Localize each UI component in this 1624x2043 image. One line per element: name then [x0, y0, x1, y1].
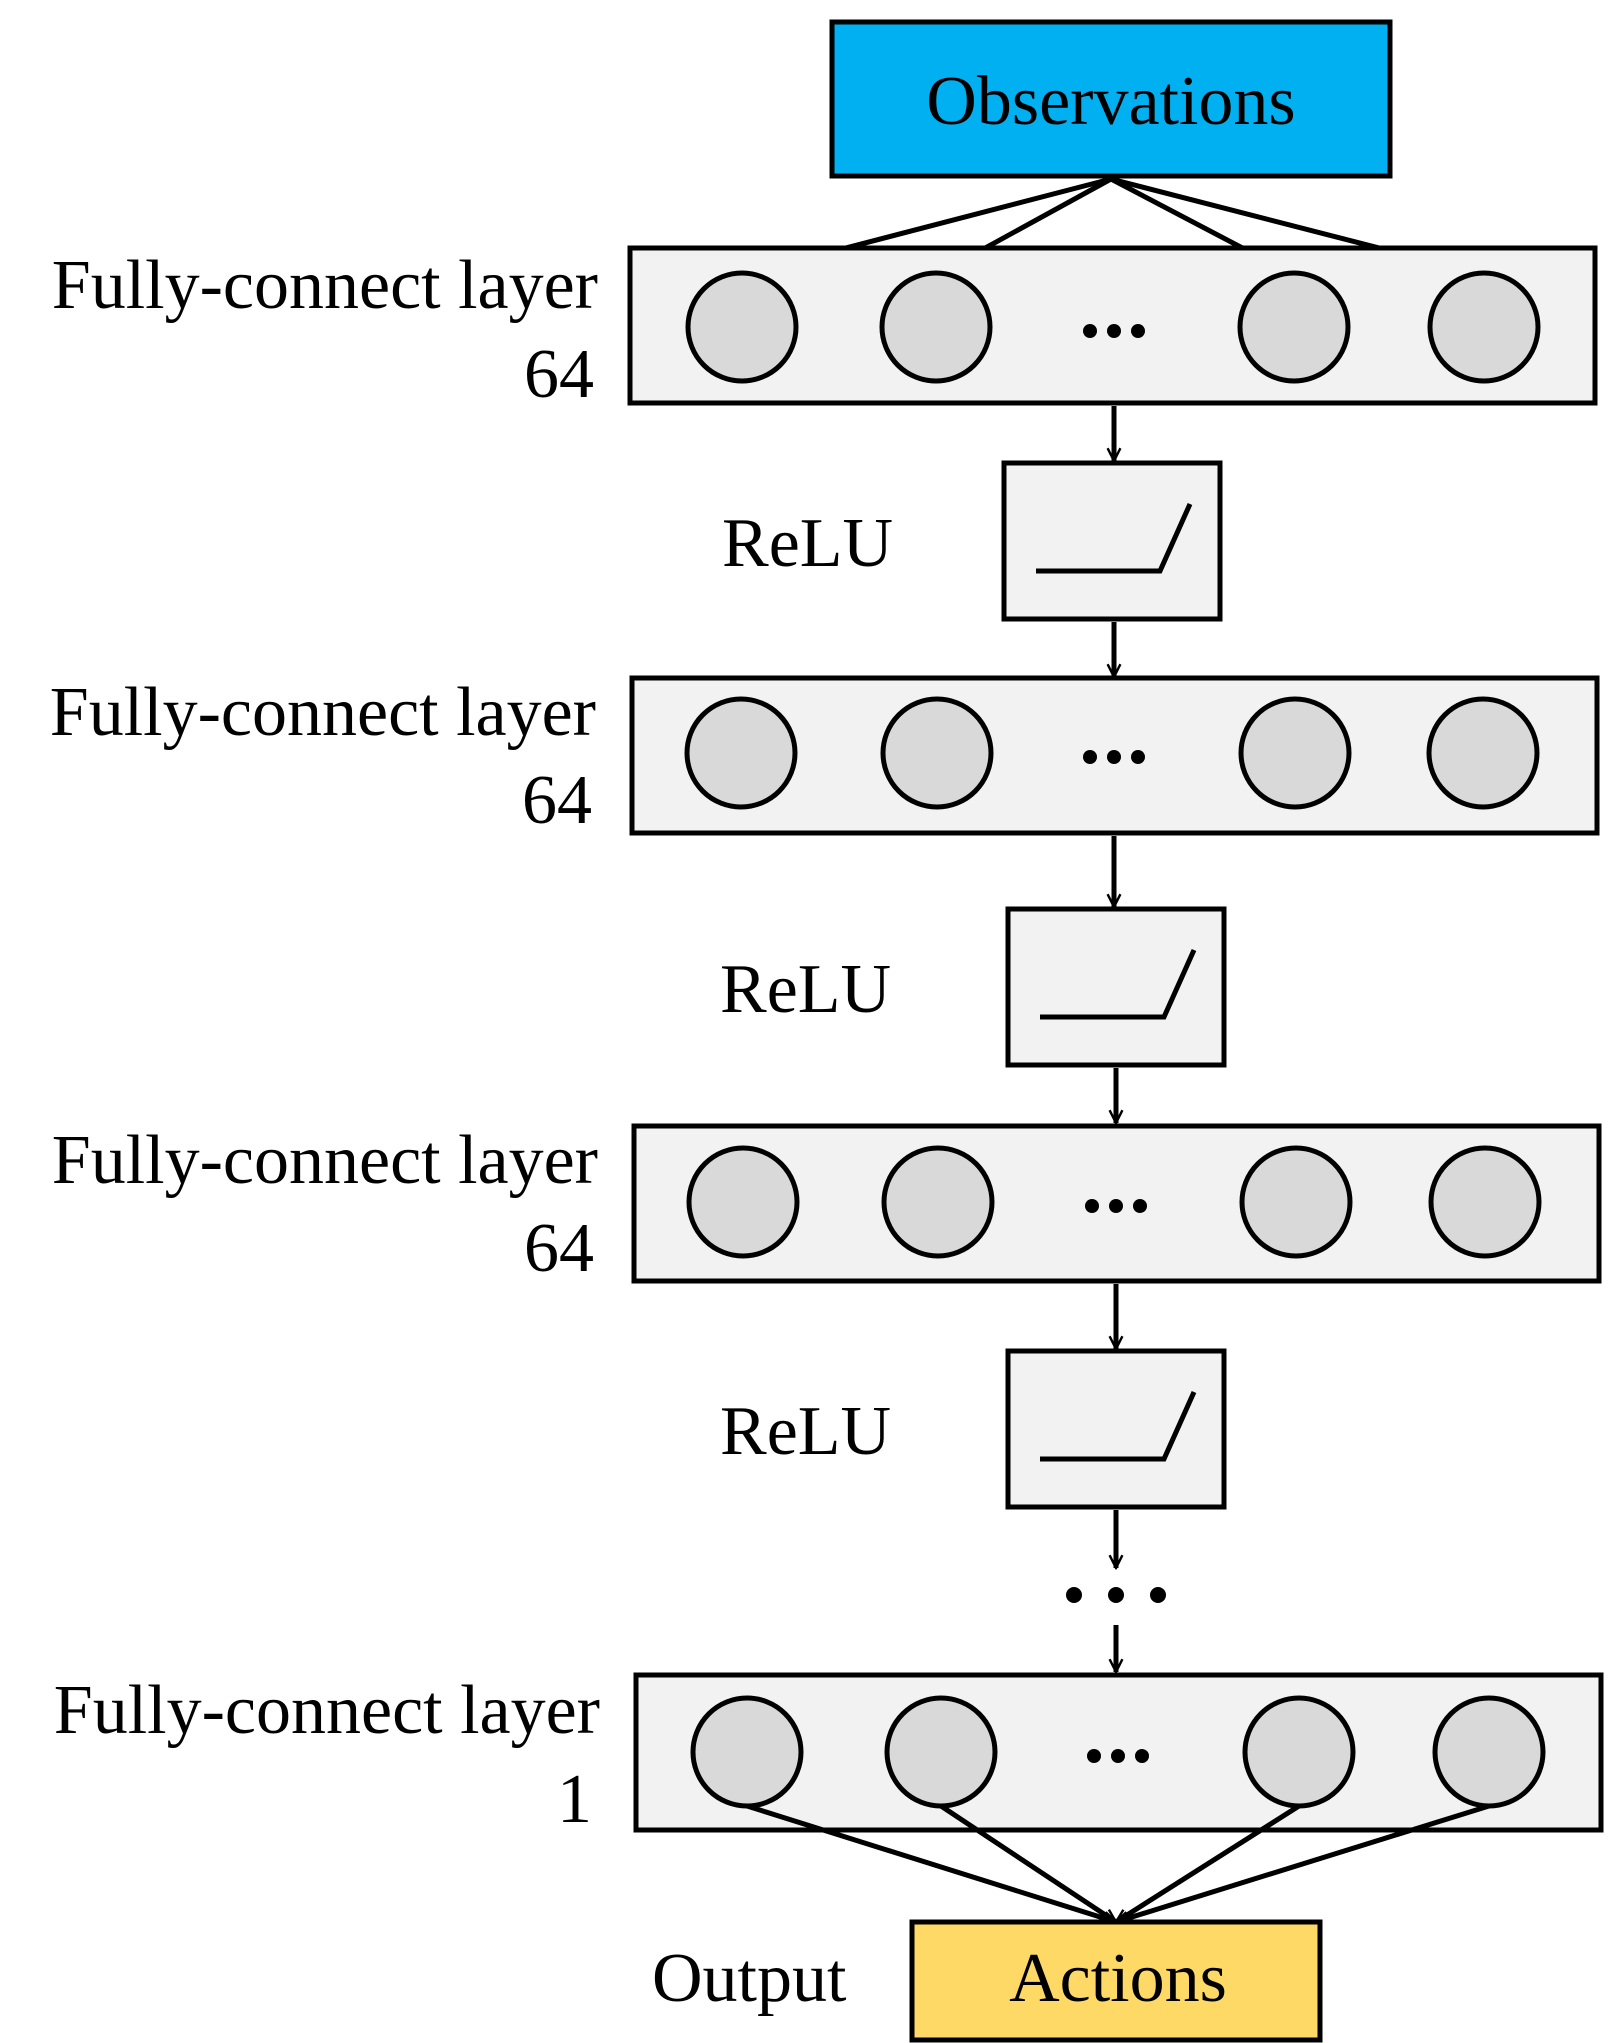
relu-curve-icon: [1040, 1390, 1197, 1462]
layer-name: Fully-connect layer: [52, 1122, 598, 1199]
fc-layer-1: Fully-connect layer 64: [52, 245, 1598, 413]
relu-label: ReLU: [720, 951, 891, 1028]
neuron: [1237, 270, 1351, 384]
ellipsis-dot: [1133, 1199, 1147, 1213]
relu-3: ReLU: [720, 1348, 1227, 1510]
neuron: [884, 1695, 998, 1809]
relu-label: ReLU: [722, 505, 893, 582]
neuron: [684, 696, 798, 810]
neuron: [879, 270, 993, 384]
ellipsis-dot: [1107, 324, 1121, 338]
output-caption: Output: [652, 1940, 847, 2017]
observations-box: [829, 19, 1393, 179]
ellipsis-dot: [1131, 750, 1145, 764]
layer-size: 64: [522, 762, 592, 839]
ellipsis-dot: [1109, 1199, 1123, 1213]
relu-2: ReLU: [720, 906, 1227, 1068]
output-edge: [1116, 1803, 1301, 1925]
actions-label: Actions: [1009, 1940, 1227, 2017]
ellipsis-dot: [1131, 324, 1145, 338]
neuron: [1238, 696, 1352, 810]
ellipsis-dot: [1083, 324, 1097, 338]
output-edge: [746, 1803, 1116, 1922]
neuron: [1426, 696, 1540, 810]
ellipsis-dot: [1135, 1749, 1149, 1763]
layer-size: 1: [557, 1761, 592, 1838]
neuron: [881, 1145, 995, 1259]
relu-label: ReLU: [720, 1393, 891, 1470]
neuron: [685, 270, 799, 384]
neuron: [1428, 1145, 1542, 1259]
layer-size: 64: [524, 1210, 594, 1287]
ellipsis-dot: [1111, 1749, 1125, 1763]
ellipsis-dot: [1066, 1587, 1082, 1603]
neuron: [690, 1695, 804, 1809]
ellipsis-dot: [1107, 750, 1121, 764]
fc-layer-2: Fully-connect layer 64: [50, 674, 1600, 839]
fc-layer-4: Fully-connect layer 1: [54, 1672, 1604, 1838]
neuron: [1242, 1695, 1356, 1809]
neuron: [686, 1145, 800, 1259]
observations-label: Observations: [926, 63, 1295, 140]
output-edge: [939, 1803, 1116, 1925]
layer-name: Fully-connect layer: [50, 674, 596, 751]
output-edge: [1116, 1803, 1490, 1922]
ellipsis-dot: [1150, 1587, 1166, 1603]
relu-box: [1005, 1348, 1227, 1510]
neuron: [880, 696, 994, 810]
ellipsis-dot: [1085, 1199, 1099, 1213]
relu-curve-icon: [1040, 948, 1197, 1020]
layer-name: Fully-connect layer: [52, 247, 598, 324]
skipped-layers-ellipsis: [1066, 1587, 1166, 1603]
observations-node: Observations: [829, 19, 1393, 179]
neuron: [1432, 1695, 1546, 1809]
relu-1: ReLU: [722, 460, 1223, 622]
ellipsis-dot: [1108, 1587, 1124, 1603]
layer-name: Fully-connect layer: [54, 1672, 600, 1749]
relu-curve-icon: [1036, 502, 1193, 574]
ellipsis-dot: [1087, 1749, 1101, 1763]
relu-box: [1001, 460, 1223, 622]
actions-node: Actions Output: [652, 1919, 1323, 2043]
neuron: [1239, 1145, 1353, 1259]
relu-box: [1005, 906, 1227, 1068]
fc-layer-3: Fully-connect layer 64: [52, 1122, 1602, 1287]
neuron: [1427, 270, 1541, 384]
actions-box: [909, 1919, 1323, 2043]
ellipsis-dot: [1083, 750, 1097, 764]
output-edges: [746, 1803, 1490, 1925]
layer-size: 64: [524, 336, 594, 413]
